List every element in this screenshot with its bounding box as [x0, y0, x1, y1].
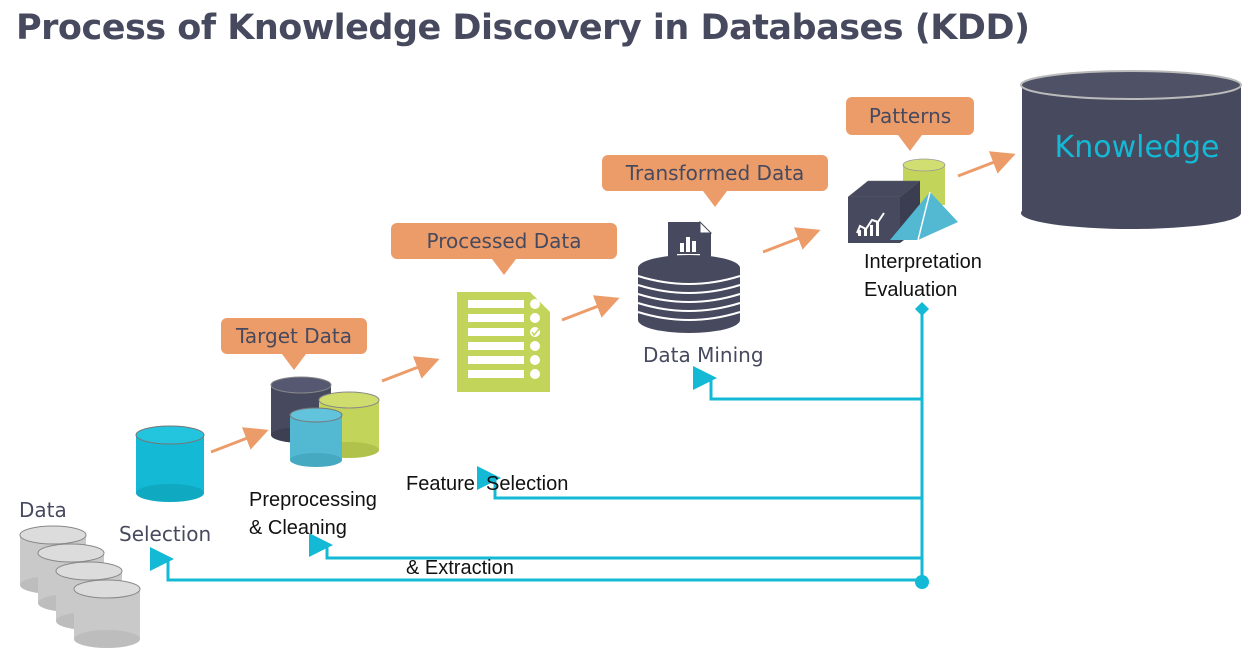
callout-transformed-data: Transformed Data — [602, 155, 828, 207]
feedback-to-preprocessing — [309, 533, 922, 560]
callout-processed-data: Processed Data — [391, 223, 617, 275]
label-knowledge: Knowledge — [1054, 130, 1220, 165]
label-feature-line1: Feature Selection — [406, 473, 569, 495]
feedback-to-mining — [693, 366, 922, 401]
label-preprocessing-line2: & Cleaning — [249, 517, 347, 539]
arrow-feature-to-mining — [561, 295, 620, 322]
arrow-interpretation-to-knowledge — [957, 151, 1016, 178]
database-chart-icon — [637, 220, 741, 333]
label-interpretation: Interpretation Evaluation — [864, 248, 982, 304]
label-preprocessing: Preprocessing & Cleaning — [249, 486, 377, 542]
large-database-icon — [1020, 70, 1242, 229]
checklist-document-icon — [457, 292, 550, 392]
feedback-to-selection — [150, 547, 922, 582]
database-stack-icon — [19, 525, 141, 648]
page-title: Process of Knowledge Discovery in Databa… — [16, 8, 1030, 48]
label-preprocessing-line1: Preprocessing — [249, 489, 377, 511]
label-data-mining: Data Mining — [643, 343, 764, 367]
database-icon — [135, 425, 205, 502]
databases-cluster-icon — [270, 376, 380, 467]
trunk-diamond-end — [915, 302, 929, 316]
forward-arrows — [210, 151, 1016, 454]
label-interpretation-line2: Evaluation — [864, 279, 958, 301]
callout-target-data: Target Data — [221, 318, 367, 370]
arrow-mining-to-interpretation — [762, 227, 821, 254]
feedback-lines — [150, 310, 924, 582]
trunk-circle-end — [915, 575, 929, 589]
label-feature: Feature Selection & Extraction — [406, 414, 568, 610]
label-selection: Selection — [119, 522, 212, 546]
label-interpretation-line1: Interpretation — [864, 251, 982, 273]
feedback-to-feature — [477, 466, 922, 500]
arrow-selection-to-preprocessing — [210, 427, 269, 454]
label-feature-line2: & Extraction — [406, 557, 514, 579]
arrow-preprocessing-to-feature — [381, 356, 440, 383]
callout-patterns: Patterns — [846, 97, 974, 151]
analytics-shapes-icon — [847, 158, 958, 243]
label-data: Data — [19, 498, 67, 522]
